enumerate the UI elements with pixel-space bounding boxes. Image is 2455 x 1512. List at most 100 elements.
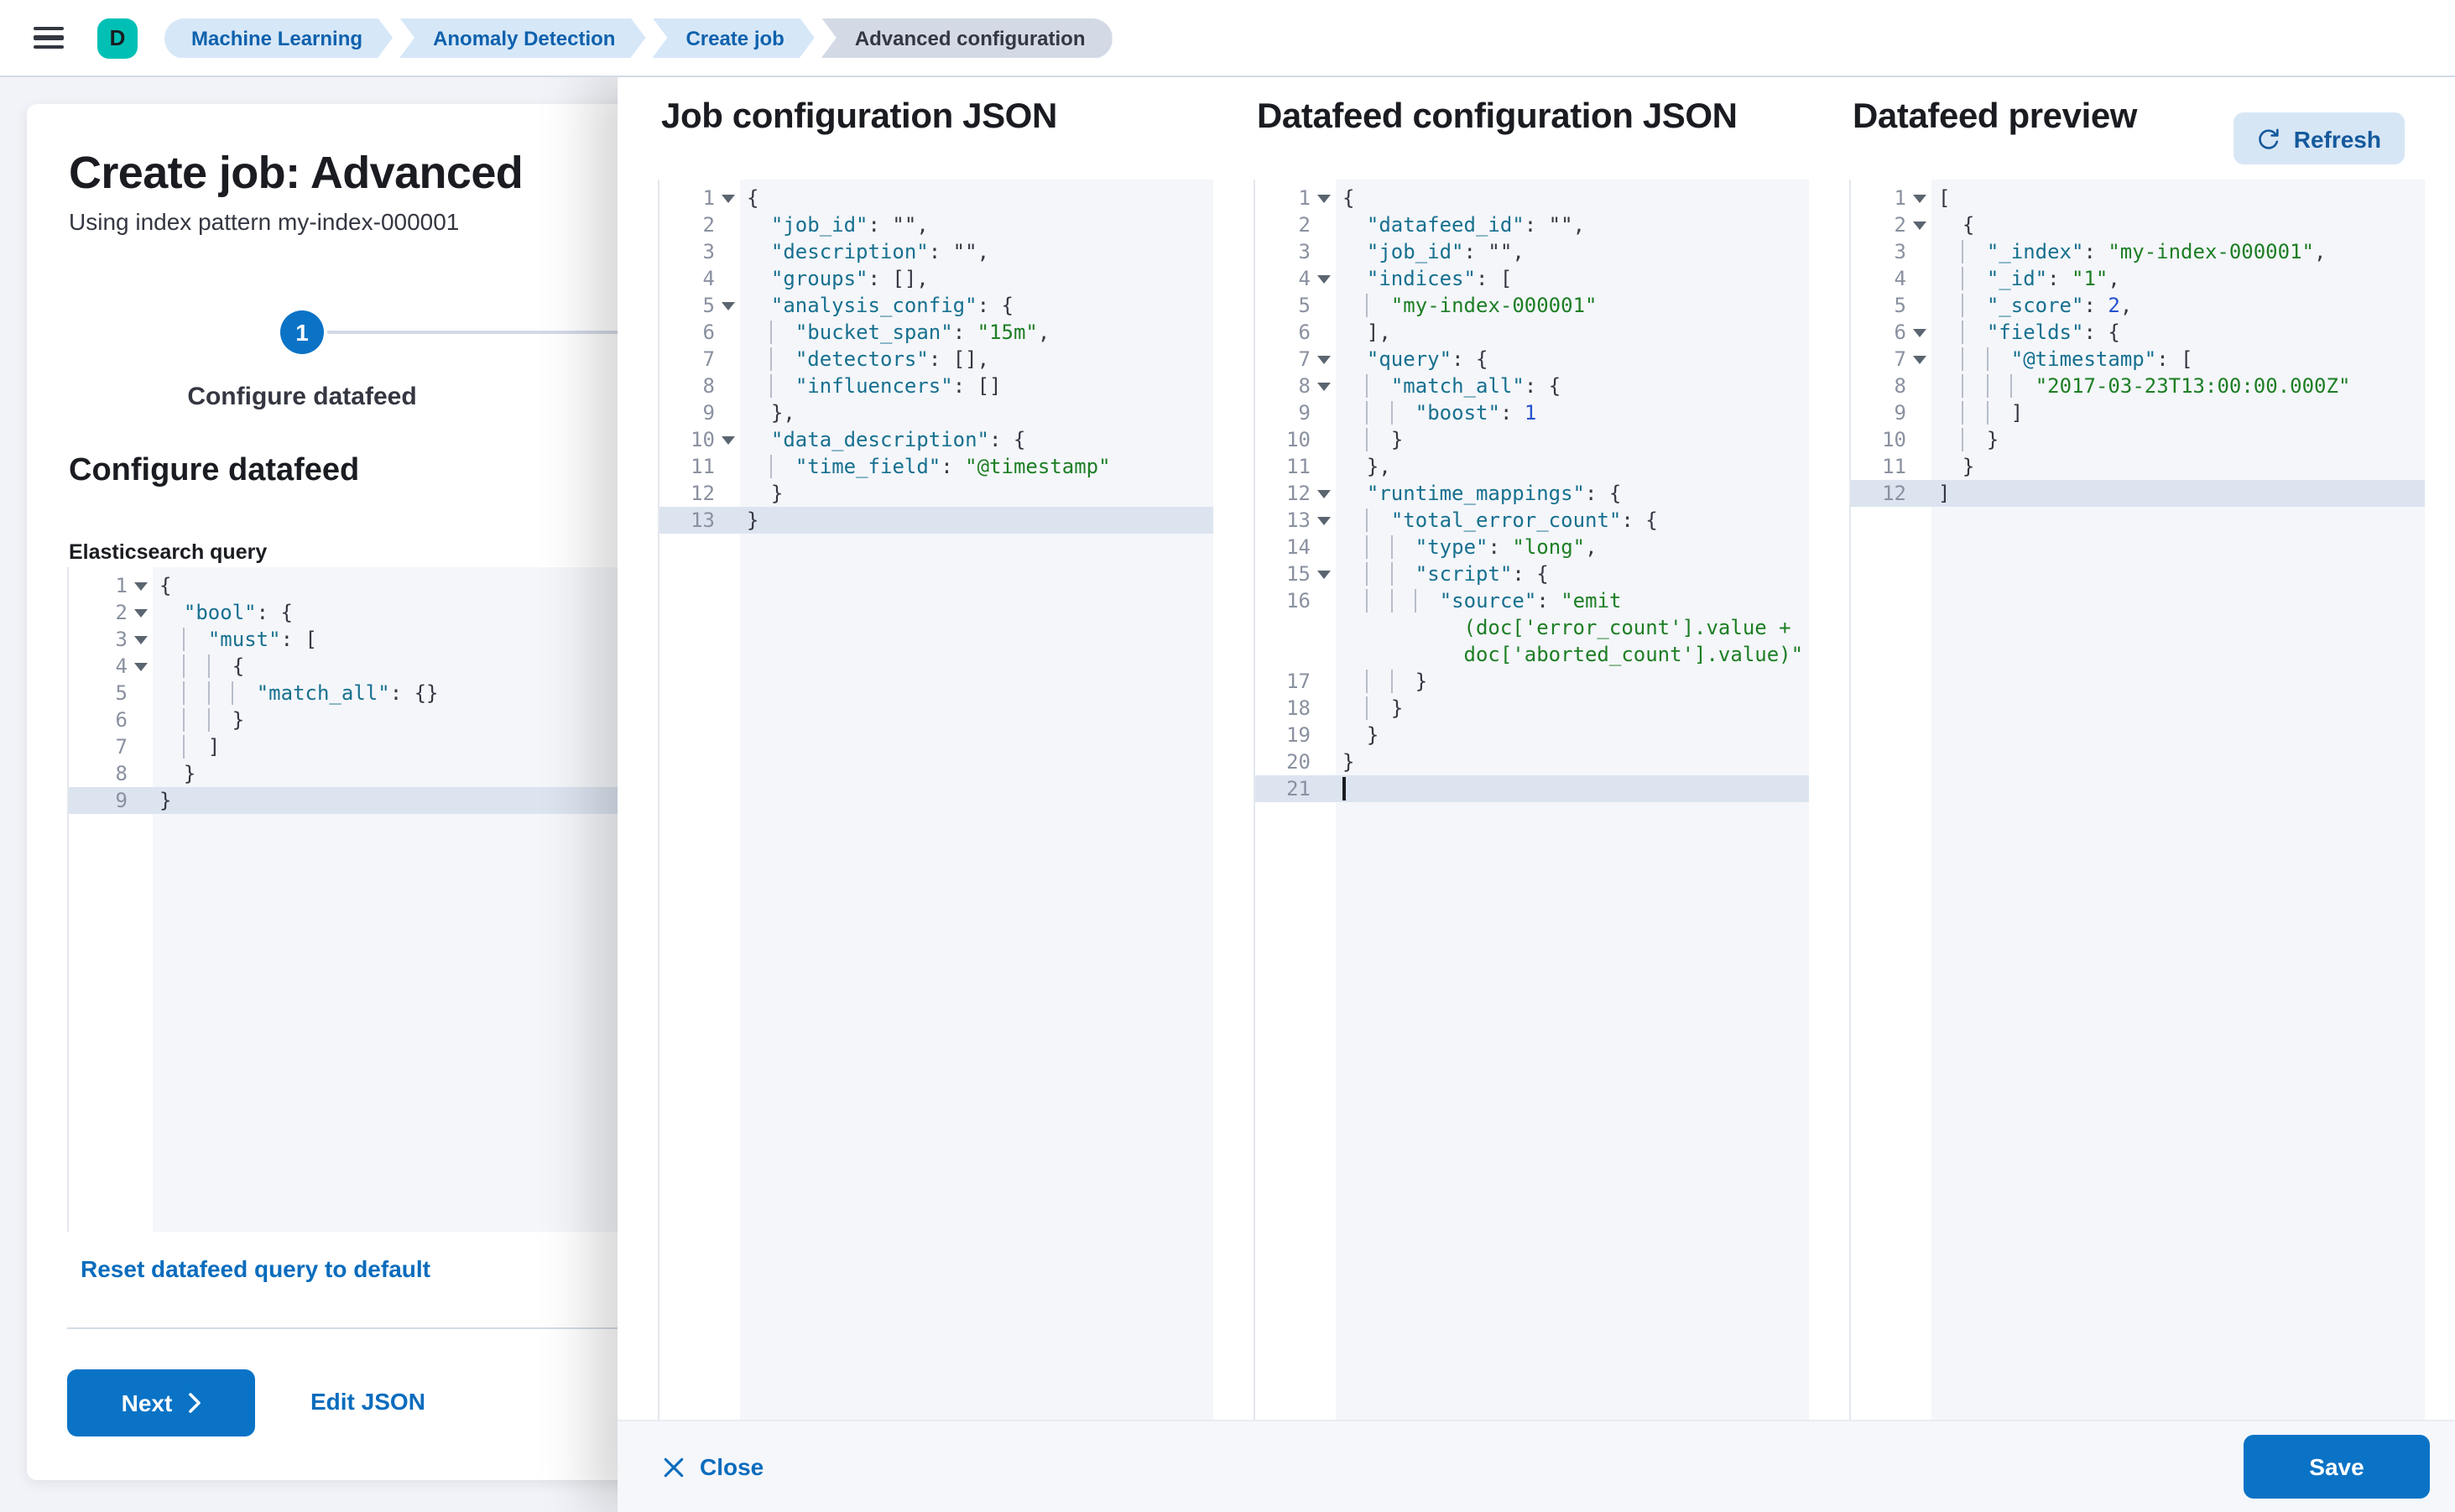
code-line[interactable]: 1{ [659,185,1213,211]
code-line[interactable]: 16 "source": "emit [1255,587,1809,614]
code-line[interactable]: 3 "description": "", [659,238,1213,265]
code-line[interactable]: 4 { [69,653,651,680]
fold-toggle[interactable] [1906,185,1931,211]
menu-icon[interactable] [34,26,64,50]
code-line[interactable]: 14 "type": "long", [1255,534,1809,560]
code-line[interactable]: 19 } [1255,722,1809,748]
code-line[interactable]: 2 "datafeed_id": "", [1255,211,1809,238]
code-line[interactable]: 8 "influencers": [] [659,373,1213,399]
code-line[interactable]: 6 "bucket_span": "15m", [659,319,1213,346]
breadcrumb-machine-learning[interactable]: Machine Learning [164,18,393,58]
code-line[interactable]: 1{ [69,572,651,599]
fold-toggle[interactable] [1311,480,1336,507]
code-line[interactable]: 11 } [1851,453,2425,480]
code-line[interactable]: 12 "runtime_mappings": { [1255,480,1809,507]
line-number: 21 [1286,777,1311,800]
code-line[interactable]: 7 ] [69,733,651,760]
code-line[interactable]: 9 ] [1851,399,2425,426]
code-line[interactable]: 10 } [1851,426,2425,453]
code-line[interactable]: 18 } [1255,695,1809,722]
code-line[interactable]: 12] [1851,480,2425,507]
code-line[interactable]: 5 "match_all": {} [69,680,651,706]
code-line[interactable]: 12 } [659,480,1213,507]
fold-toggle[interactable] [1906,211,1931,238]
code-line[interactable]: 20} [1255,748,1809,775]
code-line[interactable]: 15 "script": { [1255,560,1809,587]
refresh-button[interactable]: Refresh [2233,112,2405,164]
fold-toggle[interactable] [1311,373,1336,399]
save-button[interactable]: Save [2244,1435,2430,1499]
code-line[interactable]: 4 "groups": [], [659,265,1213,292]
line-number: 8 [1894,374,1906,398]
code-line[interactable]: 7 "@timestamp": [ [1851,346,2425,373]
code-line[interactable]: 9 "boost": 1 [1255,399,1809,426]
code-line[interactable]: 10 } [1255,426,1809,453]
fold-toggle[interactable] [1311,265,1336,292]
elasticsearch-query-editor[interactable]: 1{2 "bool": {3 "must": [4 {5 "match_all"… [67,567,651,1232]
code-line[interactable]: 5 "my-index-000001" [1255,292,1809,319]
code-line[interactable]: 4 "indices": [ [1255,265,1809,292]
fold-toggle[interactable] [715,292,740,319]
code-line[interactable]: 13 "total_error_count": { [1255,507,1809,534]
reset-datafeed-query-link[interactable]: Reset datafeed query to default [81,1255,430,1282]
code-line[interactable]: 11 "time_field": "@timestamp" [659,453,1213,480]
space-avatar[interactable]: D [97,18,138,58]
code-line[interactable]: 2 { [1851,211,2425,238]
line-number: 10 [1882,428,1906,451]
code-line[interactable]: 3 "must": [ [69,626,651,653]
code-line[interactable]: (doc['error_count'].value + [1255,614,1809,641]
code-line[interactable]: 6 "fields": { [1851,319,2425,346]
fold-toggle [1311,587,1336,614]
fold-toggle[interactable] [1311,346,1336,373]
code-line[interactable]: 7 "query": { [1255,346,1809,373]
code-line[interactable]: 11 }, [1255,453,1809,480]
code-line[interactable]: 6 } [69,706,651,733]
code-text: "type": "long", [1336,534,1809,560]
code-line[interactable]: 21 [1255,775,1809,802]
code-line[interactable]: 2 "job_id": "", [659,211,1213,238]
code-line[interactable]: 8 } [69,760,651,787]
code-line[interactable]: 7 "detectors": [], [659,346,1213,373]
code-text: "influencers": [] [740,373,1213,399]
code-line[interactable]: 1[ [1851,185,2425,211]
code-line[interactable]: 9 }, [659,399,1213,426]
code-line[interactable]: 5 "analysis_config": { [659,292,1213,319]
datafeed-configuration-json-editor[interactable]: 1{2 "datafeed_id": "",3 "job_id": "",4 "… [1254,180,1809,1420]
fold-toggle[interactable] [128,653,153,680]
job-configuration-json-editor[interactable]: 1{2 "job_id": "",3 "description": "",4 "… [658,180,1213,1420]
fold-toggle [715,399,740,426]
breadcrumb-advanced-configuration[interactable]: Advanced configuration [821,18,1113,58]
edit-json-link[interactable]: Edit JSON [310,1388,425,1415]
fold-toggle[interactable] [1906,319,1931,346]
fold-toggle[interactable] [715,426,740,453]
code-line[interactable]: 5 "_score": 2, [1851,292,2425,319]
code-line[interactable]: 6 ], [1255,319,1809,346]
code-line[interactable]: 3 "_index": "my-index-000001", [1851,238,2425,265]
code-line[interactable]: 9} [69,787,651,814]
close-button[interactable]: Close [663,1453,764,1480]
line-number: 1 [1894,186,1906,210]
code-line[interactable]: 3 "job_id": "", [1255,238,1809,265]
code-line[interactable]: 13} [659,507,1213,534]
fold-toggle[interactable] [1311,560,1336,587]
code-line[interactable]: 8 "match_all": { [1255,373,1809,399]
fold-toggle[interactable] [128,572,153,599]
fold-toggle[interactable] [1311,185,1336,211]
fold-toggle[interactable] [715,185,740,211]
next-button[interactable]: Next [67,1369,255,1436]
step-1-indicator[interactable]: 1 [280,310,324,354]
code-line[interactable]: 10 "data_description": { [659,426,1213,453]
code-line[interactable]: 2 "bool": { [69,599,651,626]
code-line[interactable]: 8 "2017-03-23T13:00:00.000Z" [1851,373,2425,399]
code-line[interactable]: doc['aborted_count'].value)" [1255,641,1809,668]
code-line[interactable]: 1{ [1255,185,1809,211]
fold-toggle[interactable] [128,599,153,626]
fold-toggle[interactable] [128,626,153,653]
fold-toggle[interactable] [1311,507,1336,534]
breadcrumb-anomaly-detection[interactable]: Anomaly Detection [399,18,645,58]
code-line[interactable]: 17 } [1255,668,1809,695]
datafeed-preview-editor[interactable]: 1[2 {3 "_index": "my-index-000001",4 "_i… [1849,180,2425,1420]
breadcrumb-create-job[interactable]: Create job [652,18,814,58]
fold-toggle[interactable] [1906,346,1931,373]
code-line[interactable]: 4 "_id": "1", [1851,265,2425,292]
